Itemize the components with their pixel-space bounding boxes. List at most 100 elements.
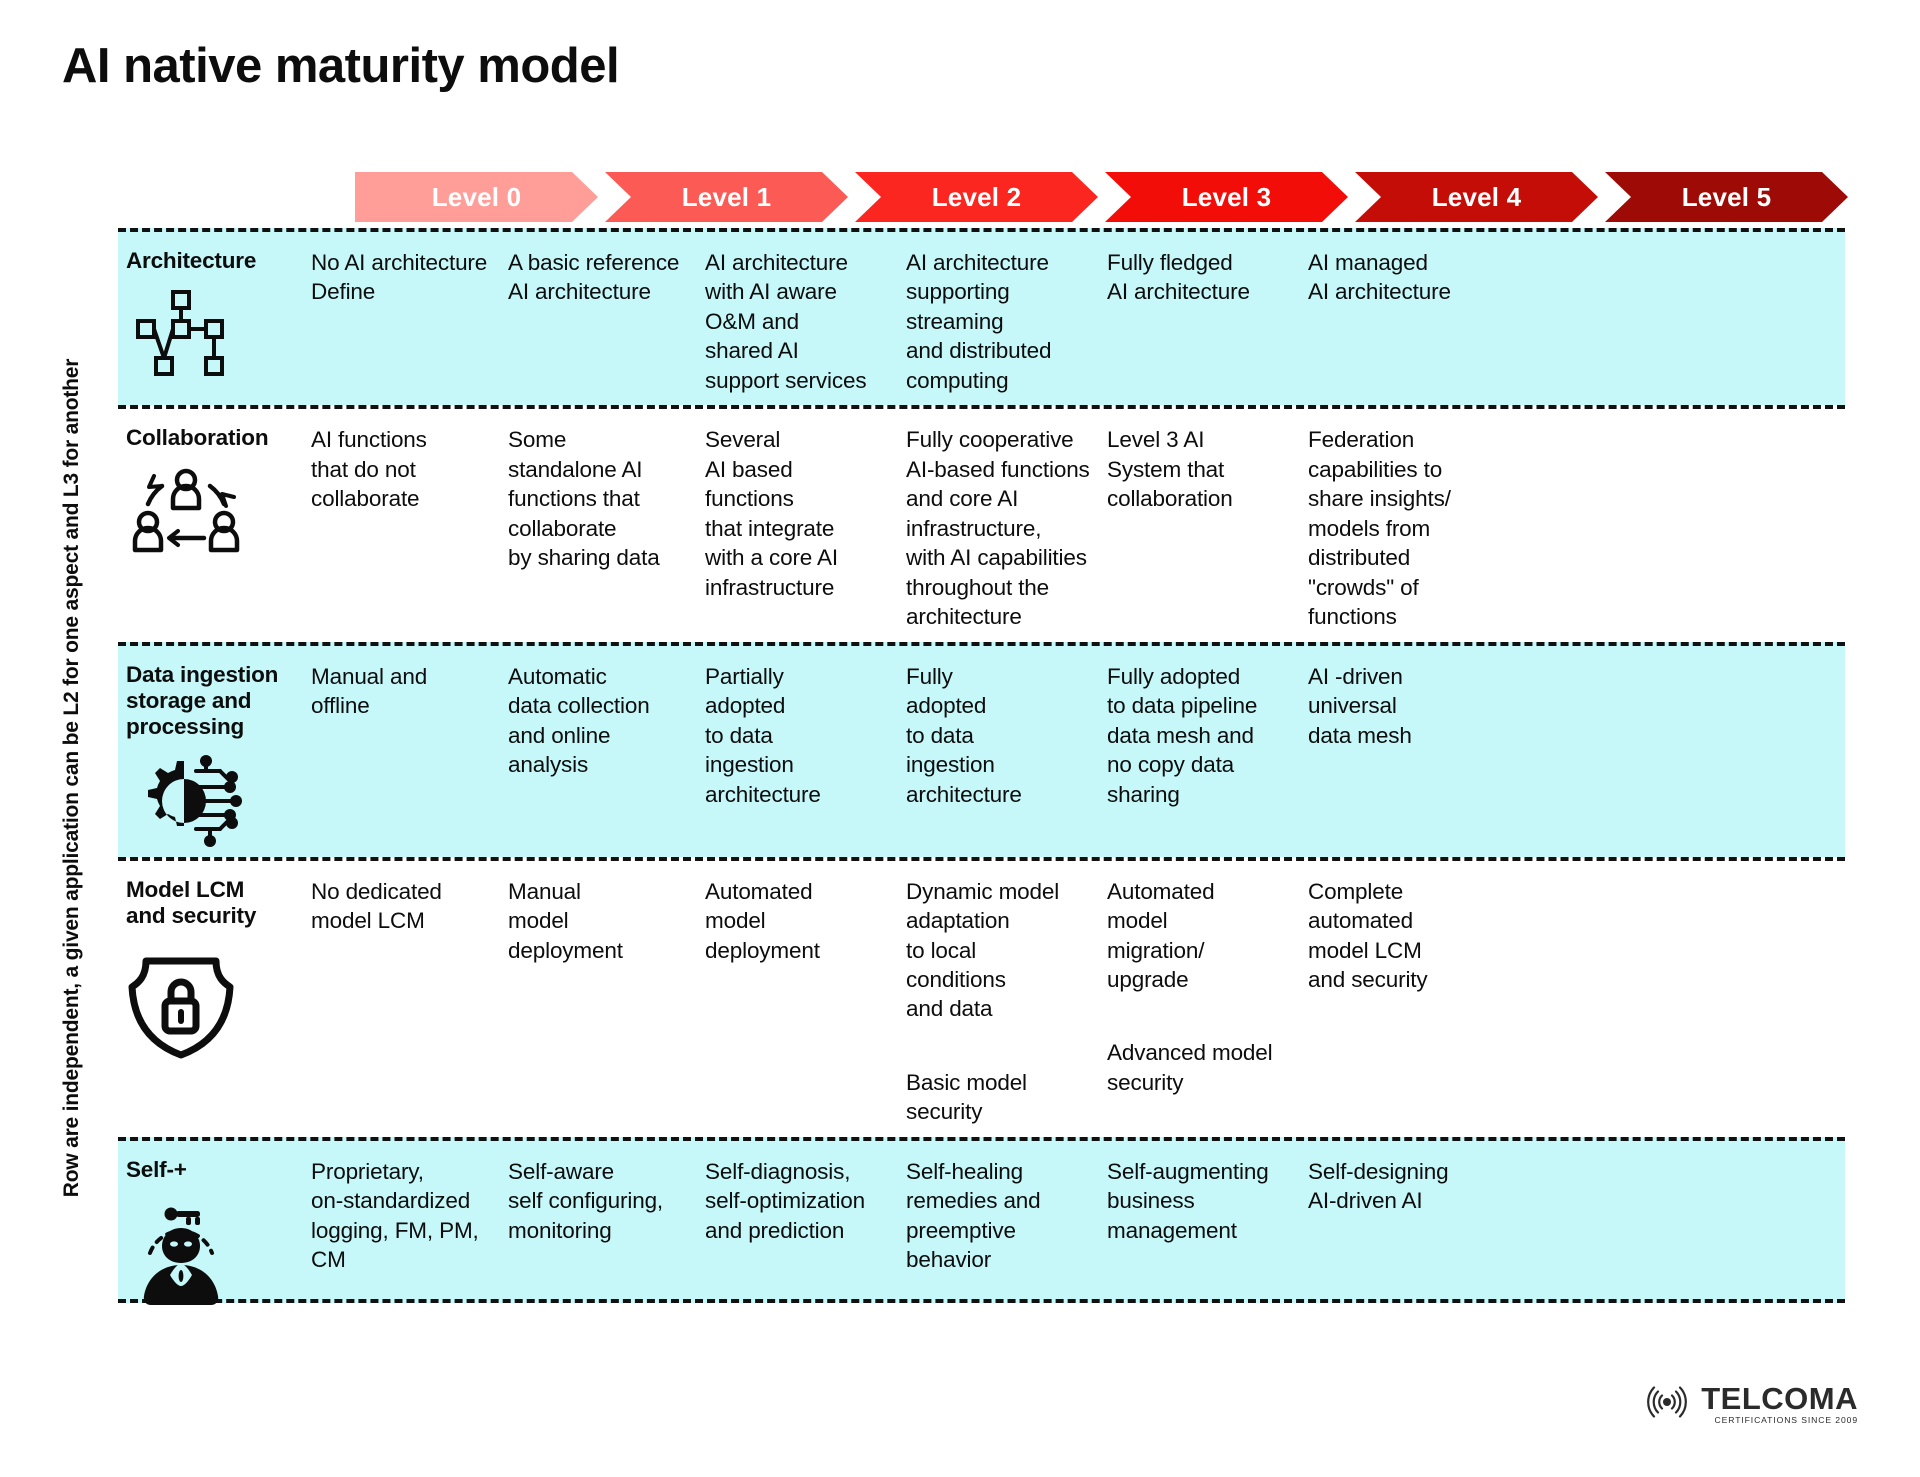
level-header-row: Level 0 Level 1 Level 2 Level 3 Level 4 Level… (355, 172, 1855, 222)
logo-text: TELCOMA CERTIFICATIONS SINCE 2009 (1701, 1383, 1858, 1425)
maturity-row: Model LCM and security No dedicated mode… (118, 856, 1845, 1137)
page-title: AI native maturity model (62, 39, 620, 93)
network-nodes-icon (126, 288, 246, 380)
maturity-cell-text: Proprietary, on-standardized logging, FM… (311, 1158, 479, 1273)
row-category: Data ingestion storage and processing (118, 662, 311, 847)
maturity-cell: Manual model deployment (508, 877, 705, 1127)
maturity-cell-extra-text: Basic model security (906, 1069, 1027, 1125)
maturity-cell: Level 3 AI System that collaboration (1107, 425, 1308, 631)
maturity-cell: No AI architecture Define (311, 248, 508, 395)
maturity-cell-text: AI -driven universal data mesh (1308, 663, 1412, 748)
maturity-cell-text: Automated model deployment (705, 878, 820, 963)
maturity-cell-text: Automated model migration/ upgrade (1107, 878, 1215, 992)
maturity-cell-text: Fully adopted to data ingestion architec… (906, 663, 1022, 807)
row-category: Model LCM and security (118, 877, 311, 1127)
maturity-cell-text: AI managed AI architecture (1308, 250, 1451, 305)
maturity-cell: AI functions that do not collaborate (311, 425, 508, 631)
maturity-row: Data ingestion storage and processing (118, 641, 1845, 857)
maturity-cell: Self-aware self configuring, monitoring (508, 1157, 705, 1289)
maturity-cell-text: Several AI based functions that integrat… (705, 427, 838, 600)
maturity-cell-text: Self-diagnosis, self-optimization and pr… (705, 1158, 866, 1243)
maturity-cell-text: Level 3 AI System that collaboration (1107, 427, 1233, 512)
maturity-cell-text: Federation capabilities to share insight… (1308, 427, 1451, 630)
level-header-label: Level 2 (931, 181, 1022, 212)
maturity-cell-extra-text: Advanced model security (1107, 1040, 1273, 1095)
maturity-cell: Federation capabilities to share insight… (1308, 425, 1509, 631)
maturity-cell: Automated model deployment (705, 877, 906, 1127)
maturity-cell-text: Manual and offline (311, 663, 428, 719)
maturity-row: Collaboration AI functions that do not c… (118, 405, 1845, 641)
maturity-cell-text: AI functions that do not collaborate (311, 427, 427, 512)
maturity-grid: Architecture No AI architecture Define A … (118, 228, 1845, 1306)
maturity-cell-text: Self-designing AI-driven AI (1308, 1158, 1449, 1214)
telcoma-logo: TELCOMA CERTIFICATIONS SINCE 2009 (1638, 1383, 1858, 1425)
maturity-cell-text: AI architecture supporting streaming and… (906, 250, 1052, 393)
maturity-cell: A basic reference AI architecture (508, 248, 705, 395)
maturity-cell-text: Self-healing remedies and preemptive beh… (906, 1158, 1041, 1273)
maturity-cell-text: Fully adopted to data pipeline data mesh… (1107, 663, 1258, 807)
level-header-0[interactable]: Level 0 (355, 172, 598, 222)
maturity-cell: AI architecture supporting streaming and… (906, 248, 1107, 395)
maturity-cell: Fully fledged AI architecture (1107, 248, 1308, 395)
row-category-label: Model LCM and security (126, 876, 257, 928)
row-category-label: Data ingestion storage and processing (126, 661, 279, 740)
maturity-cell: Self-diagnosis, self-optimization and pr… (705, 1157, 906, 1289)
level-header-label: Level 0 (431, 181, 522, 212)
maturity-cell-text: Complete automated model LCM and securit… (1308, 878, 1428, 992)
maturity-cell-text: Fully fledged AI architecture (1107, 250, 1250, 305)
maturity-row: Self-+ Proprietary, on-stan (118, 1136, 1845, 1306)
row-category-label: Architecture (126, 248, 257, 273)
maturity-cell-text: No AI architecture Define (311, 250, 488, 305)
row-category: Architecture (118, 248, 311, 395)
level-header-4[interactable]: Level 4 (1355, 172, 1598, 222)
maturity-cell: No dedicated model LCM (311, 877, 508, 1127)
level-header-label: Level 1 (681, 181, 772, 212)
maturity-cell: Partially adopted to data ingestion arch… (705, 662, 906, 847)
maturity-cell: Dynamic model adaptation to local condit… (906, 877, 1107, 1127)
maturity-cell: AI -driven universal data mesh (1308, 662, 1509, 847)
maturity-cell: Complete automated model LCM and securit… (1308, 877, 1509, 1127)
row-category-label: Self-+ (126, 1156, 187, 1182)
maturity-row: Architecture No AI architecture Define A … (118, 228, 1845, 406)
broadcast-signal-icon (1638, 1384, 1694, 1425)
maturity-cell: Proprietary, on-standardized logging, FM… (311, 1157, 508, 1289)
gear-circuit-icon (126, 754, 246, 847)
maturity-cell-text: No dedicated model LCM (311, 878, 442, 934)
level-header-label: Level 3 (1181, 181, 1272, 212)
maturity-cell-text: Fully cooperative AI-based functions and… (906, 427, 1090, 630)
side-note: Row are independent, a given application… (54, 228, 90, 1328)
maturity-cell: Self-healing remedies and preemptive beh… (906, 1157, 1107, 1289)
row-category: Collaboration (118, 425, 311, 631)
level-header-3[interactable]: Level 3 (1105, 172, 1348, 222)
level-header-2[interactable]: Level 2 (855, 172, 1098, 222)
side-note-text: Row are independent, a given application… (60, 358, 83, 1198)
meditating-person-key-icon (126, 1197, 246, 1306)
level-header-label: Level 5 (1681, 181, 1772, 212)
level-header-1[interactable]: Level 1 (605, 172, 848, 222)
maturity-cell: Self-designing AI-driven AI (1308, 1157, 1509, 1289)
maturity-cell: Fully adopted to data pipeline data mesh… (1107, 662, 1308, 847)
maturity-cell: AI managed AI architecture (1308, 248, 1509, 395)
maturity-cell: Fully cooperative AI-based functions and… (906, 425, 1107, 631)
maturity-cell: Manual and offline (311, 662, 508, 847)
maturity-cell-text: Automatic data collection and online ana… (508, 663, 650, 778)
maturity-cell-text: AI architecture with AI aware O&M and sh… (705, 250, 867, 393)
level-header-5[interactable]: Level 5 (1605, 172, 1848, 222)
collaboration-people-icon (126, 466, 246, 558)
maturity-cell-text: Manual model deployment (508, 878, 623, 963)
logo-tagline: CERTIFICATIONS SINCE 2009 (1714, 1415, 1858, 1426)
maturity-cell-text: Partially adopted to data ingestion arch… (705, 663, 821, 807)
shield-lock-icon (126, 943, 246, 1059)
maturity-cell-text: Self-aware self configuring, monitoring (508, 1158, 664, 1243)
maturity-cell-text: Self-augmenting business management (1107, 1158, 1269, 1243)
maturity-cell-text: Dynamic model adaptation to local condit… (906, 878, 1060, 1022)
maturity-cell-text: A basic reference AI architecture (508, 250, 680, 305)
maturity-cell: AI architecture with AI aware O&M and sh… (705, 248, 906, 395)
maturity-cell: Fully adopted to data ingestion architec… (906, 662, 1107, 847)
level-header-label: Level 4 (1431, 181, 1522, 212)
maturity-cell: Several AI based functions that integrat… (705, 425, 906, 631)
row-category: Self-+ (118, 1156, 311, 1306)
maturity-cell: Self-augmenting business management (1107, 1157, 1308, 1289)
